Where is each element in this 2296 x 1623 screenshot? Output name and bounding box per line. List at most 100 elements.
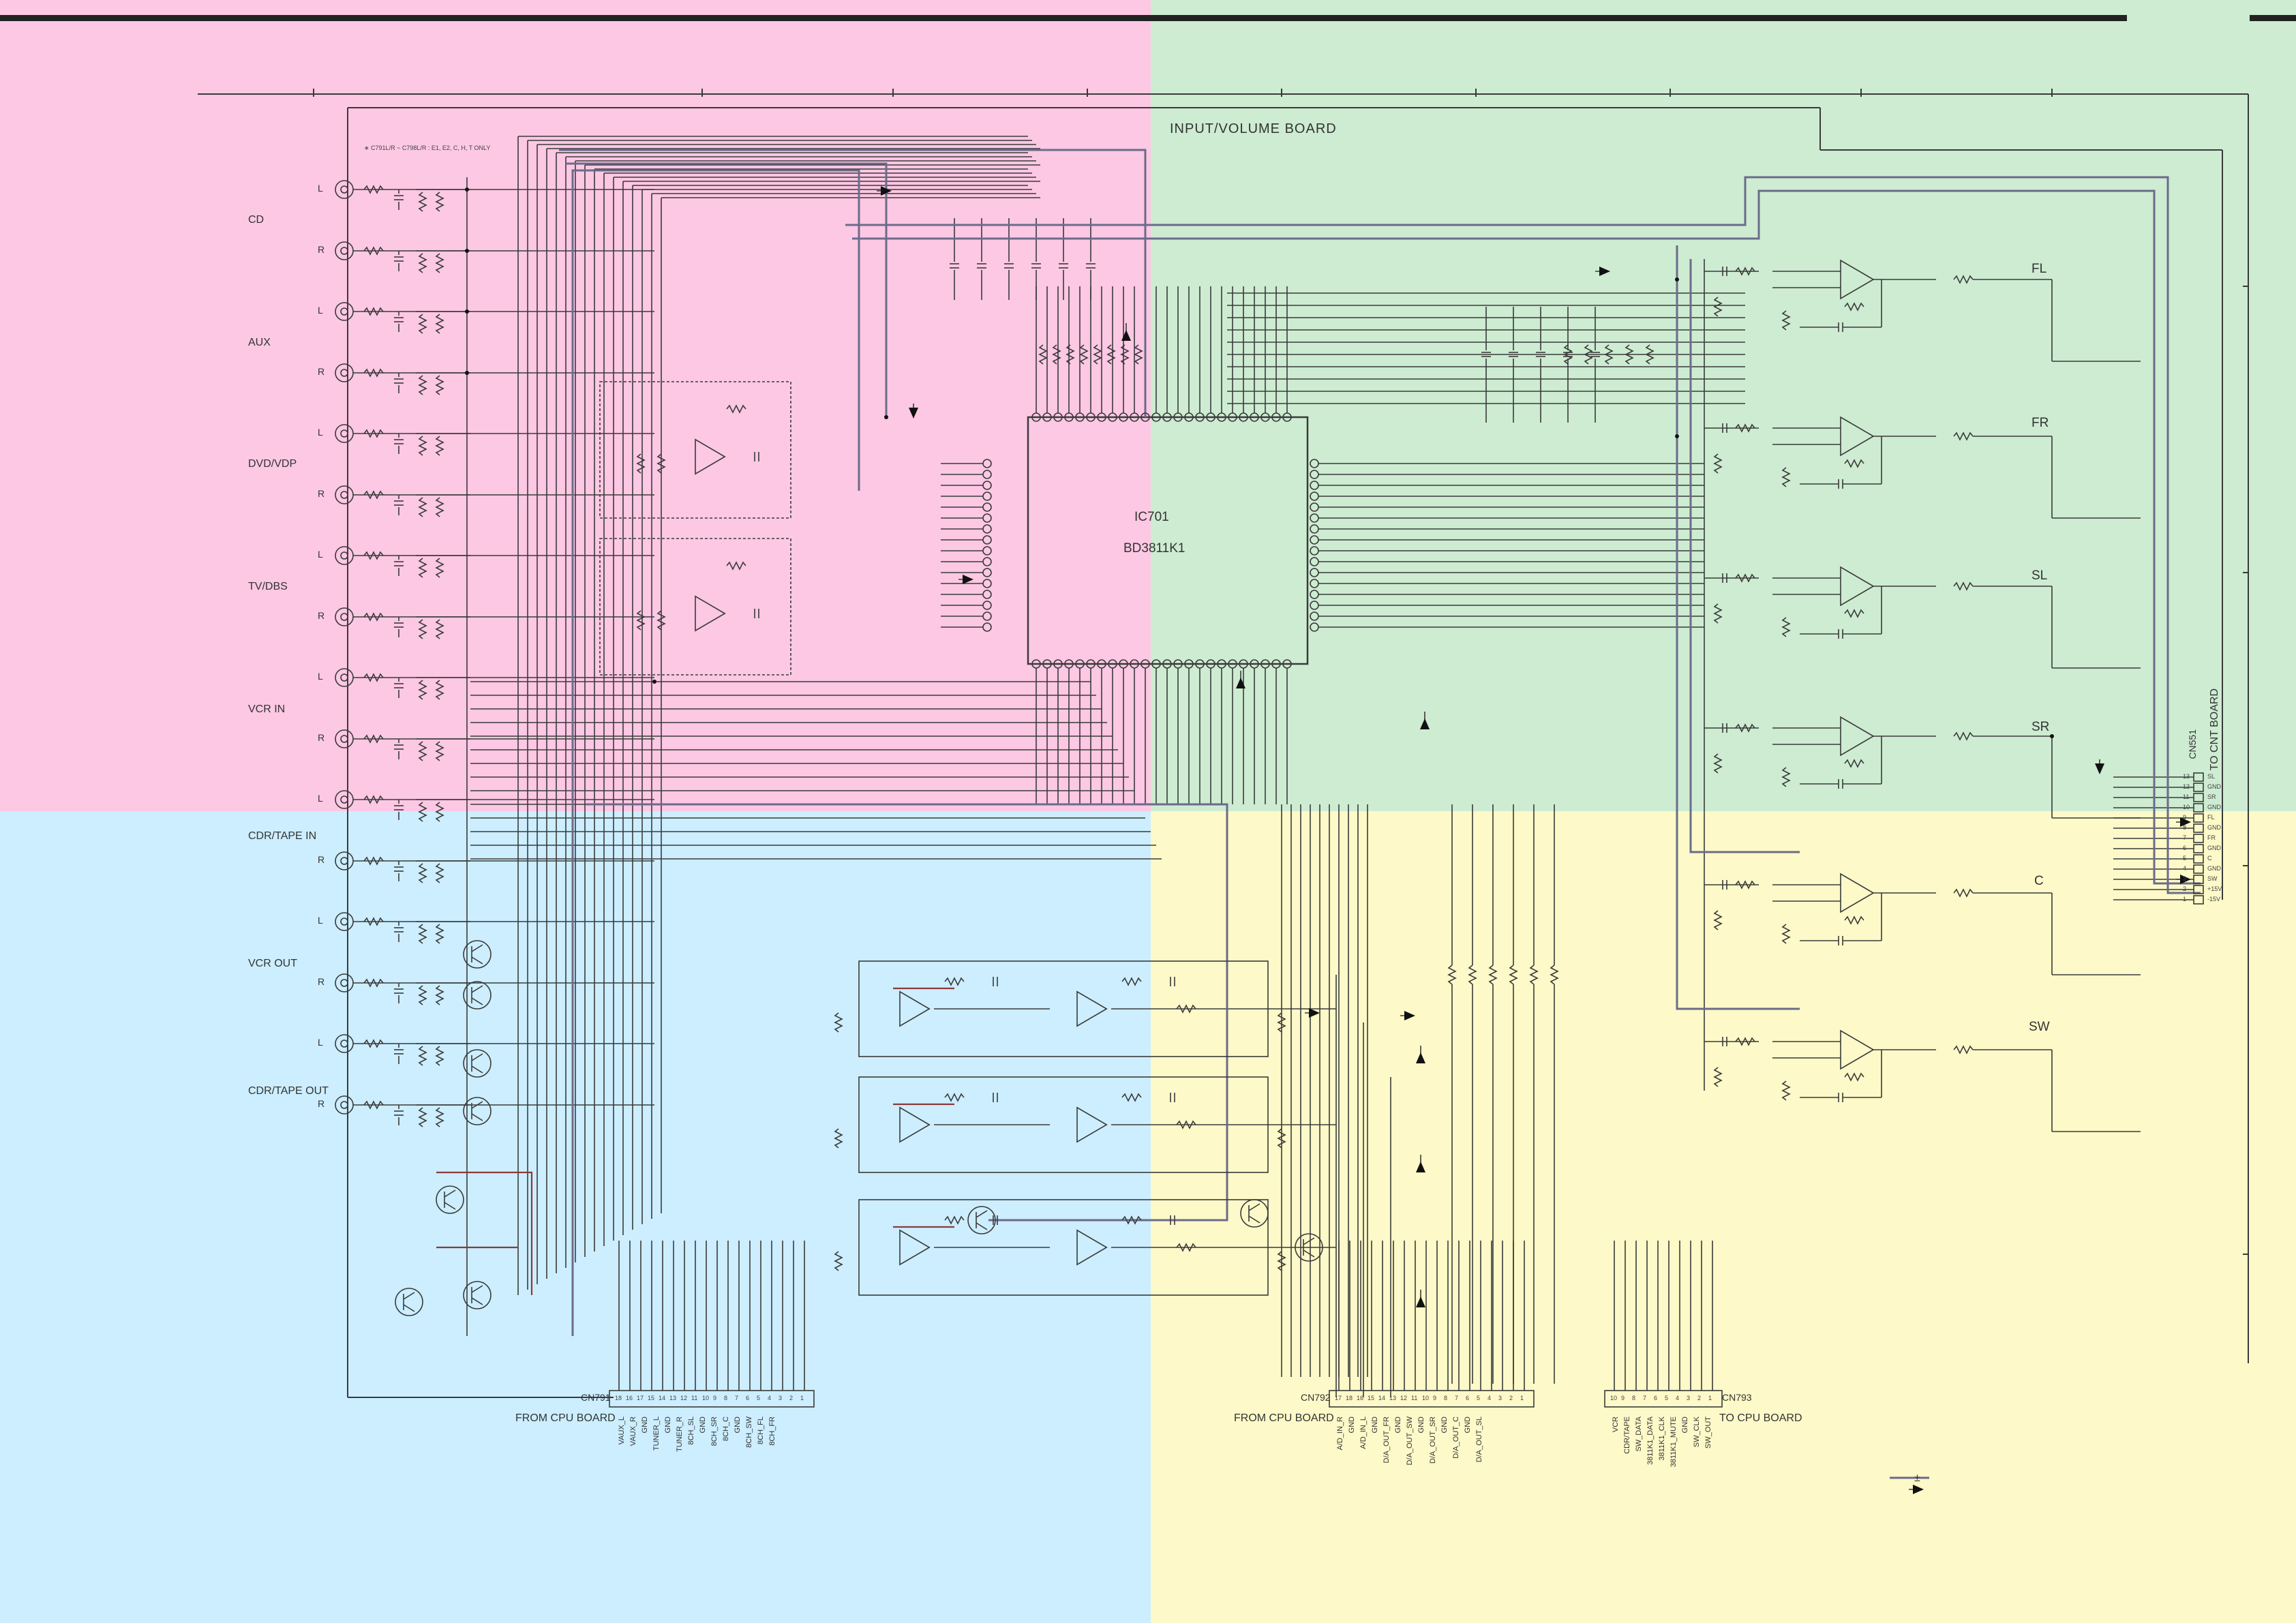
cn792-pin-number: 17 xyxy=(1335,1395,1342,1401)
cn791-signal-label: 8CH_SW xyxy=(745,1416,753,1448)
ic-pin xyxy=(1310,557,1319,566)
cn551-pin-number: 5 xyxy=(2183,855,2187,862)
connector-pin xyxy=(2193,793,2204,802)
ic-pin xyxy=(1271,659,1281,669)
resistor-symbol xyxy=(363,185,384,194)
ic-pin xyxy=(1108,659,1117,669)
heavy-wire xyxy=(1676,245,1800,1010)
ic-pin xyxy=(982,513,992,523)
ic-pin xyxy=(982,601,992,610)
ic-pin xyxy=(1097,412,1106,422)
ic-pin xyxy=(1310,459,1319,468)
rca-jack-outer xyxy=(335,485,354,504)
subcircuit-box xyxy=(599,538,791,676)
resistor-symbol xyxy=(435,802,444,822)
resistor-symbol xyxy=(435,192,444,212)
resistor-symbol xyxy=(435,863,444,883)
filter-section-box xyxy=(858,960,1269,1057)
resistor-symbol xyxy=(363,795,384,804)
transistor-symbol xyxy=(403,1304,415,1312)
ic-pin xyxy=(1310,546,1319,556)
resistor-symbol xyxy=(418,192,427,212)
cn792-signal-label: GND xyxy=(1394,1416,1402,1434)
ic-pin xyxy=(982,622,992,632)
cn551-signal-label: GND xyxy=(2207,865,2221,872)
junction-dot xyxy=(1675,277,1679,282)
cn791-pin-number: 17 xyxy=(637,1395,644,1401)
signal-arrow xyxy=(1416,1052,1425,1063)
connector-pin xyxy=(2193,803,2204,813)
top-border-bar xyxy=(0,15,2127,21)
ic-pin xyxy=(1250,659,1259,669)
ic-pin xyxy=(1141,412,1150,422)
cn793-signal-label: VCR xyxy=(1612,1416,1620,1433)
ic-pin xyxy=(1053,412,1063,422)
resistor-symbol xyxy=(1781,467,1791,487)
connector-pin xyxy=(2193,772,2204,782)
resistor-symbol xyxy=(656,610,666,631)
cn551-pin-number: 9 xyxy=(2183,814,2187,821)
ic-pin xyxy=(1206,412,1215,422)
resistor-symbol xyxy=(1953,731,1974,741)
jack-letter-left: L xyxy=(318,183,323,194)
cn793-signal-label: 3811K1_CLK xyxy=(1658,1416,1666,1461)
cn551-pin-number: 11 xyxy=(2183,793,2190,800)
cn791-pin-number: 3 xyxy=(779,1395,783,1401)
ic-pin xyxy=(1162,659,1172,669)
cn792-signal-label: D/A_OUT_SW xyxy=(1406,1416,1414,1466)
resistor-symbol xyxy=(1953,581,1974,591)
resistor-symbol xyxy=(363,551,384,560)
resistor-symbol xyxy=(1844,759,1864,768)
ic-pin xyxy=(1282,412,1292,422)
cn792-signal-label: D/A_OUT_C xyxy=(1452,1416,1460,1459)
resistor-symbol xyxy=(363,1039,384,1048)
rca-jack-inner xyxy=(340,185,348,194)
resistor-symbol xyxy=(363,917,384,926)
ic-pin xyxy=(1239,412,1248,422)
cn793-signal-label: SW_DATA xyxy=(1635,1416,1643,1452)
resistor-symbol xyxy=(1781,1080,1791,1101)
resistor-symbol xyxy=(834,1128,843,1149)
resistor-symbol xyxy=(418,863,427,883)
ic-pin xyxy=(1217,659,1226,669)
rca-jack-outer xyxy=(335,729,354,748)
resistor-symbol xyxy=(1052,344,1061,365)
cn791-signal-label: 8CH_FL xyxy=(757,1416,765,1444)
cn551-pin-number: 2 xyxy=(2183,885,2187,892)
resistor-symbol xyxy=(1277,1012,1286,1033)
resistor-symbol xyxy=(363,490,384,500)
ic-pin xyxy=(1097,659,1106,669)
opamp-symbol xyxy=(899,990,931,1027)
resistor-symbol xyxy=(1713,753,1723,774)
resistor-symbol xyxy=(1038,344,1048,365)
connector-body xyxy=(1329,1390,1535,1408)
jack-letter-right: R xyxy=(318,244,325,255)
transistor-symbol xyxy=(463,1281,492,1309)
resistor-symbol xyxy=(418,985,427,1005)
transistor-symbol xyxy=(1303,1237,1315,1245)
jack-letter-right: R xyxy=(318,610,325,621)
rca-jack-inner xyxy=(340,613,348,621)
resistor-symbol xyxy=(1563,344,1573,365)
cn793-pin-number: 3 xyxy=(1687,1395,1691,1401)
signal-arrow xyxy=(2180,875,2191,884)
ic-pin xyxy=(1075,412,1085,422)
rca-jack-inner xyxy=(340,247,348,255)
opamp-symbol xyxy=(1840,716,1875,757)
opamp-symbol xyxy=(1840,416,1875,457)
cn792-pin-number: 10 xyxy=(1422,1395,1430,1401)
resistor-symbol xyxy=(834,1012,843,1033)
resistor-symbol xyxy=(418,253,427,273)
signal-arrow xyxy=(1913,1485,1924,1494)
signal-arrow xyxy=(1420,718,1430,729)
ic-pin xyxy=(1042,412,1052,422)
resistor-symbol xyxy=(435,253,444,273)
signal-arrow xyxy=(1416,1296,1425,1307)
connector-pin xyxy=(2193,783,2204,792)
heavy-wire xyxy=(845,176,2201,894)
heavy-wire xyxy=(566,162,888,417)
cn551-signal-label: SL xyxy=(2207,773,2216,780)
resistor-symbol xyxy=(418,558,427,578)
cn791-signal-label: 8CH_SL xyxy=(687,1416,695,1445)
resistor-symbol xyxy=(363,856,384,866)
